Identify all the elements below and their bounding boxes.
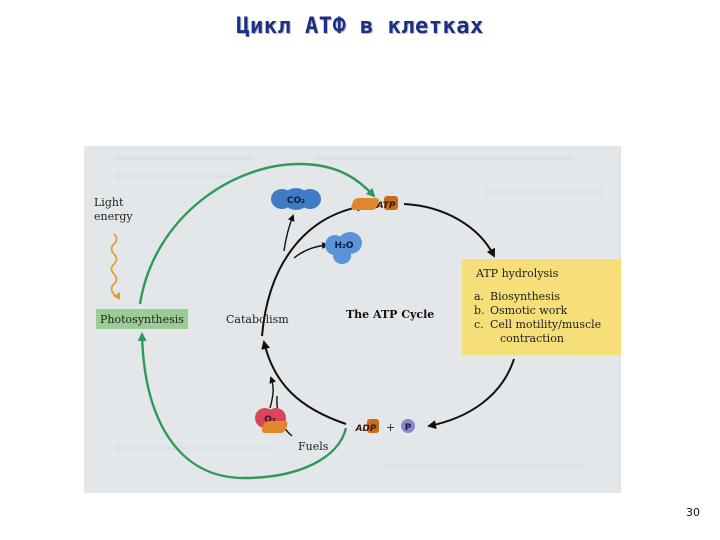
hydrolysis-box [462, 259, 621, 355]
hydrolysis-item: Cell motility/muscle [490, 318, 601, 331]
h2o-label: H₂O [334, 241, 353, 251]
hydrolysis-item: Osmotic work [490, 304, 568, 317]
adp-molecule: ADP [261, 419, 379, 434]
slide-title: Цикл АТФ в клетках [236, 14, 484, 39]
plus-sign: + [386, 421, 395, 434]
cycle-arc-catabolism-to-atp [261, 202, 366, 337]
arrow-from-o2 [269, 376, 277, 409]
o2-label: O₂ [264, 415, 276, 425]
light-label-line1: Light [94, 196, 124, 209]
page-texture [114, 156, 604, 468]
atp-cycle-figure: Light energy Photosynthesis Catabolism T… [84, 146, 621, 493]
cycle-arc-fuels-to-catabolism [261, 340, 347, 425]
catabolism-label: Catabolism [226, 313, 289, 326]
atp-label: ATP [376, 201, 396, 211]
hydrolysis-item: Biosynthesis [490, 290, 560, 303]
hydrolysis-item: contraction [500, 332, 564, 345]
photosynthesis-label: Photosynthesis [100, 313, 184, 326]
photosynthesis-box [96, 309, 188, 329]
cycle-title: The ATP Cycle [346, 308, 434, 321]
co2-molecule: CO₂ [271, 188, 321, 210]
hydrolysis-title: ATP hydrolysis [475, 267, 559, 280]
cycle-arc-atp-to-hydrolysis [403, 203, 495, 258]
green-arrow-to-photosynthesis [137, 332, 348, 480]
hydrolysis-item-marker: c. [474, 318, 484, 331]
atp-molecule: ATP [351, 196, 398, 211]
phosphate-molecule: P [401, 419, 415, 433]
light-label-line2: energy [94, 210, 133, 223]
phosphate-label: P [405, 423, 412, 433]
cycle-arc-hydrolysis-to-adp [427, 358, 515, 430]
hydrolysis-list: a. Biosynthesis b. Osmotic work c. Cell … [474, 290, 601, 345]
fuels-label: Fuels [298, 440, 329, 453]
hydrolysis-item-marker: b. [474, 304, 485, 317]
atp-cycle-diagram: Light energy Photosynthesis Catabolism T… [94, 156, 621, 480]
co2-label: CO₂ [287, 196, 305, 206]
arrow-to-h2o [293, 241, 329, 259]
h2o-molecule: H₂O [325, 232, 362, 264]
hydrolysis-item-marker: a. [474, 290, 484, 303]
page-number: 30 [686, 506, 700, 519]
green-arrow-to-atp [138, 162, 376, 305]
light-energy-arrow [110, 233, 120, 300]
adp-label: ADP [354, 424, 376, 434]
arrow-to-co2 [283, 214, 295, 252]
